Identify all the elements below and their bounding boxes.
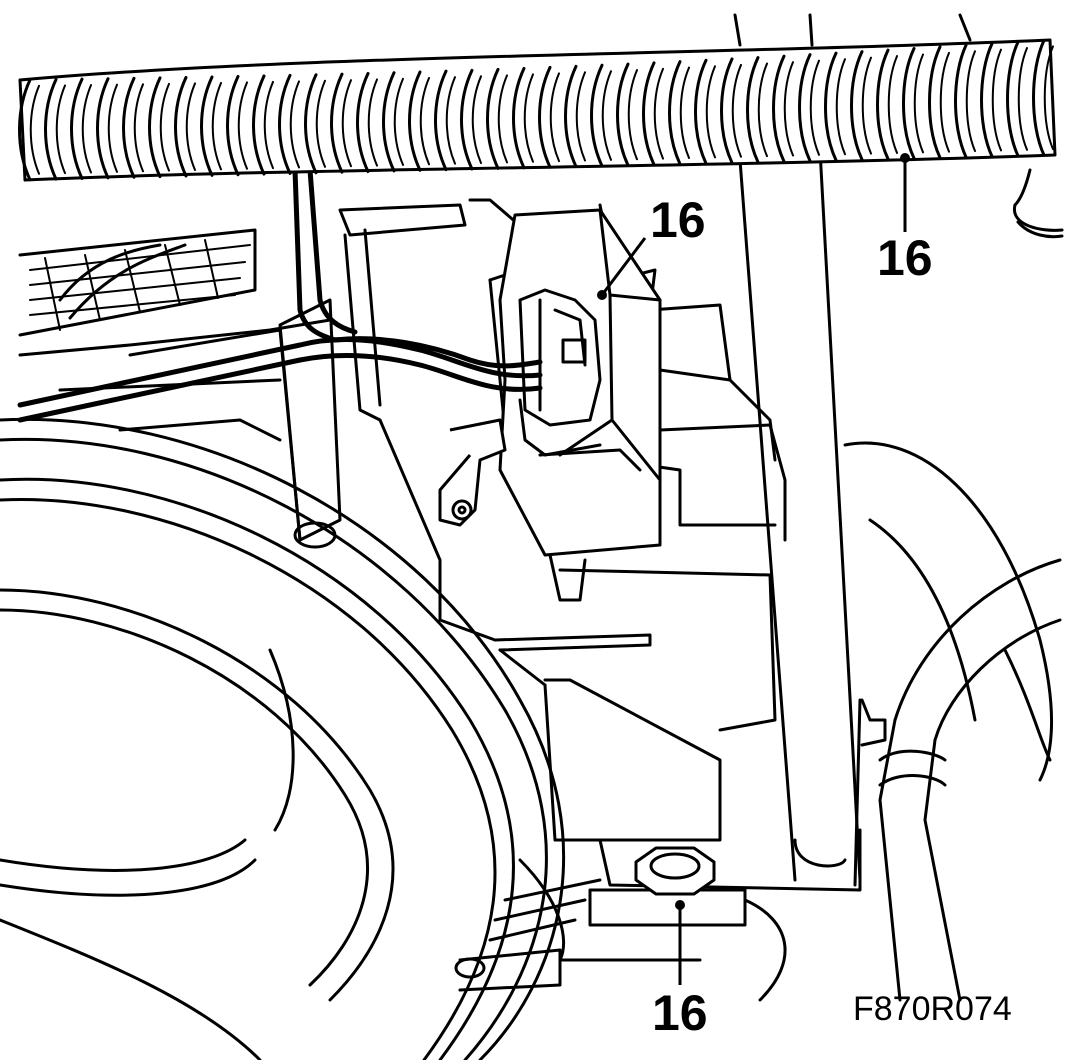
conduit-rib: [330, 72, 344, 174]
conduit-rib: [200, 75, 214, 177]
corrugated-conduit: [18, 38, 1057, 182]
conduit-rib-inner: [835, 58, 846, 156]
conduit-rib-inner: [887, 55, 898, 154]
conduit-rib: [382, 71, 396, 173]
conduit-rib-inner: [497, 74, 508, 164]
conduit-rib: [538, 65, 552, 169]
conduit-rib-inner: [107, 83, 118, 173]
bolt: [634, 846, 716, 896]
conduit-rib-inner: [211, 81, 222, 171]
conduit-rib-inner: [185, 82, 196, 171]
conduit-rib-inner: [263, 80, 274, 170]
conduit-rib: [720, 57, 734, 165]
conduit-rib-inner: [939, 51, 950, 153]
conduit-rib: [668, 60, 682, 166]
conduit-rib: [564, 64, 578, 169]
conduit-rib-inner: [601, 70, 612, 161]
conduit-rib: [18, 78, 32, 182]
conduit-rib: [694, 58, 708, 165]
leader-dot-bottom: [675, 900, 685, 910]
conduit-rib: [980, 42, 994, 158]
round-housing: [0, 417, 566, 1060]
conduit-rib-inner: [55, 84, 66, 175]
conduit-rib-inner: [393, 77, 404, 166]
conduit-rib-inner: [367, 78, 378, 167]
callout-label-top-right: 16: [877, 230, 933, 286]
conduit-rib: [512, 66, 526, 170]
conduit-rib: [408, 70, 422, 172]
conduit-rib: [70, 77, 84, 180]
conduit-rib-inner: [133, 83, 144, 173]
conduit-rib-inner: [705, 65, 716, 159]
conduit-rib: [434, 69, 448, 172]
conduit-rib-inner: [627, 69, 638, 161]
conduit-rib-inner: [653, 67, 664, 160]
conduit-rib-inner: [29, 84, 40, 175]
conduit-rib: [226, 74, 240, 177]
conduit-rib-inner: [341, 79, 352, 168]
conduit-rib: [746, 56, 760, 164]
conduit-rib: [460, 68, 474, 171]
conduit-rib-inner: [315, 79, 326, 168]
conduit-rib: [1006, 40, 1020, 158]
conduit-rib-inner: [913, 53, 924, 154]
leader-line-center: [600, 237, 647, 296]
conduit-rib: [954, 43, 968, 159]
conduit-rib: [304, 73, 318, 175]
hose: [860, 558, 1062, 1002]
conduit-rib-inner: [965, 50, 976, 153]
conduit-rib: [824, 51, 838, 162]
conduit-rib-inner: [159, 82, 170, 172]
conduit-rib: [252, 74, 266, 176]
conduit-rib: [174, 75, 188, 178]
conduit-rib-inner: [81, 84, 92, 174]
conduit-rib-inner: [991, 48, 1002, 152]
conduit-rib: [486, 67, 500, 170]
callout-label-bottom: 16: [652, 985, 708, 1041]
conduit-rib: [616, 62, 630, 167]
conduit-rib: [876, 48, 890, 161]
conduit-rib: [902, 47, 916, 160]
leader-dot-top-right: [900, 153, 910, 163]
conduit-rib: [772, 54, 786, 163]
conduit-rib: [356, 71, 370, 174]
conduit-rib-inner: [575, 71, 586, 162]
conduit-rib: [928, 45, 942, 160]
conduit-rib-inner: [549, 72, 560, 163]
conduit-rib: [278, 73, 292, 175]
conduit-rib-inner: [679, 66, 690, 159]
conduit-rib-inner: [471, 75, 482, 165]
figure-code: F870R074: [853, 990, 1012, 1028]
actuator-motor: [438, 208, 662, 602]
conduit-rib: [96, 77, 110, 180]
conduit-rib-inner: [731, 63, 742, 158]
leader-dot-center: [597, 290, 607, 300]
conduit-rib-inner: [523, 73, 534, 163]
conduit-rib-inner: [289, 80, 300, 169]
conduit-rib: [590, 63, 604, 168]
callout-label-center: 16: [650, 192, 706, 248]
conduit-rib: [850, 50, 864, 162]
conduit-rib-inner: [419, 76, 430, 166]
conduit-rib: [122, 76, 136, 179]
conduit-rib-inner: [1043, 45, 1054, 151]
wiring-harness: [17, 167, 543, 423]
conduit-rib-inner: [445, 76, 456, 165]
conduit-rib-inner: [809, 59, 820, 156]
vent-grille: [18, 228, 332, 357]
conduit-rib: [1032, 38, 1046, 157]
conduit-rib: [44, 77, 58, 181]
conduit-rib: [642, 61, 656, 167]
conduit-rib-inner: [1017, 47, 1028, 151]
conduit-rib-inner: [783, 61, 794, 157]
conduit-rib: [148, 76, 162, 179]
conduit-rib-inner: [757, 62, 768, 158]
conduit-rib-inner: [861, 56, 872, 155]
conduit-rib: [798, 53, 812, 163]
conduit-rib-inner: [237, 81, 248, 170]
